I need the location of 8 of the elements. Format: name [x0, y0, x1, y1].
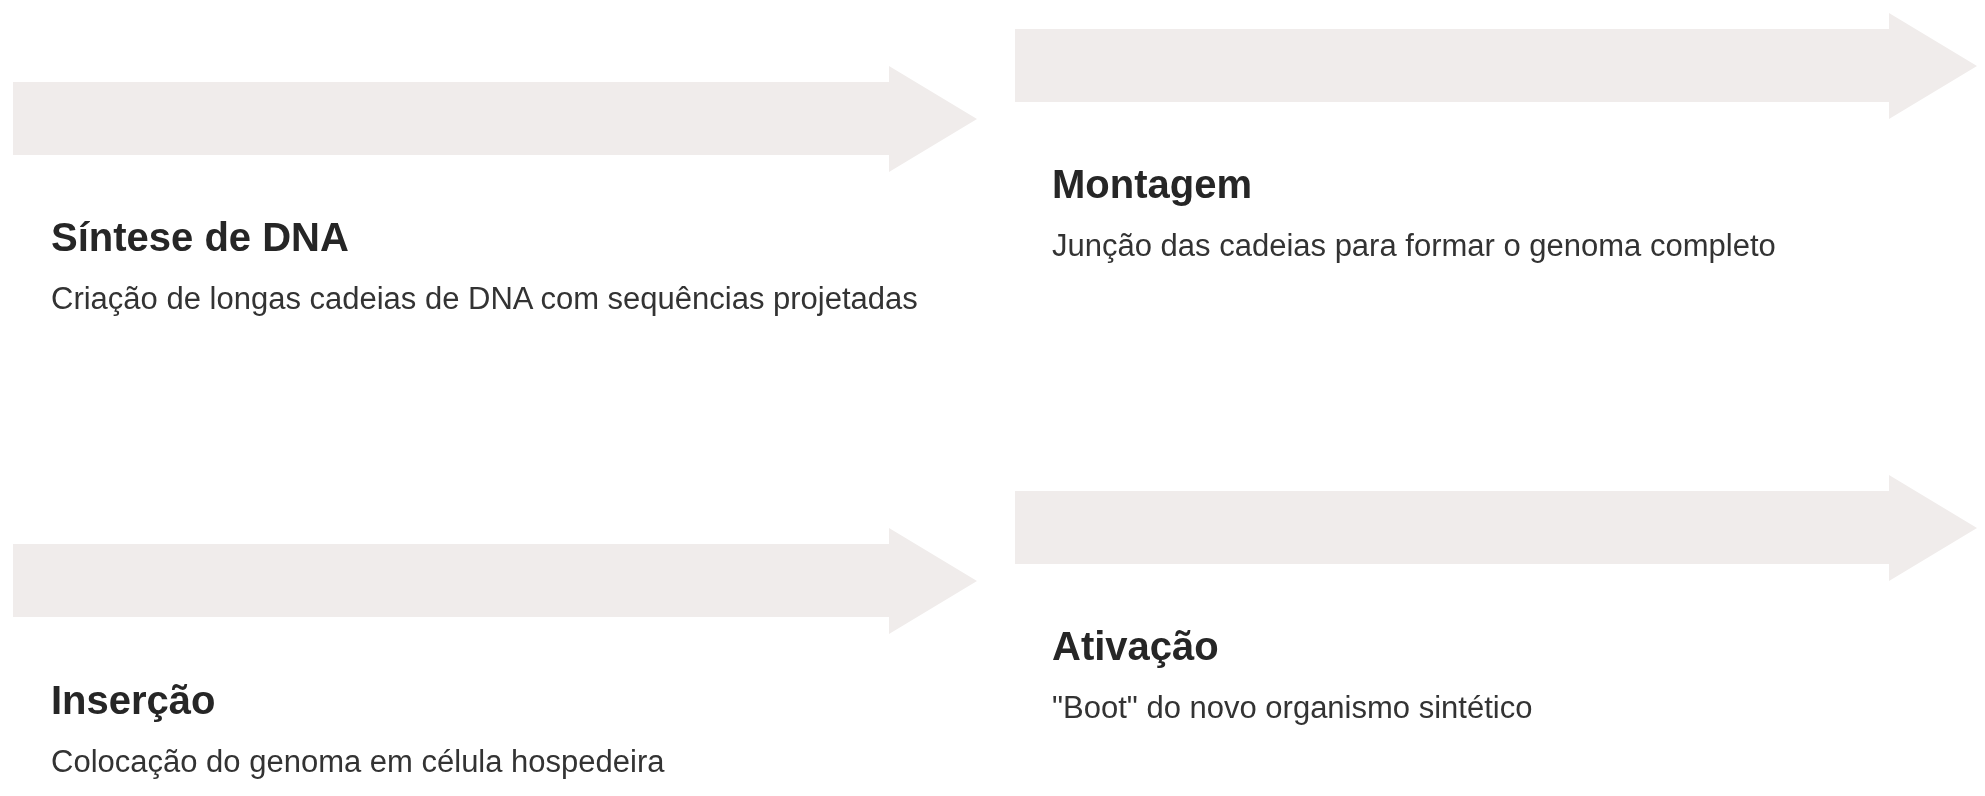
- step-description: Criação de longas cadeias de DNA com sequências projetadas: [51, 280, 919, 318]
- step-heading: Síntese de DNA: [51, 214, 349, 261]
- step-description: Junção das cadeias para formar o genoma completo: [1052, 227, 1777, 265]
- step-heading: Inserção: [51, 677, 216, 724]
- step-heading: Ativação: [1052, 623, 1219, 670]
- step-description: "Boot" do novo organismo sintético: [1052, 689, 1534, 727]
- step-description: Colocação do genoma em célula hospedeira: [51, 743, 666, 781]
- step-heading: Montagem: [1052, 161, 1252, 208]
